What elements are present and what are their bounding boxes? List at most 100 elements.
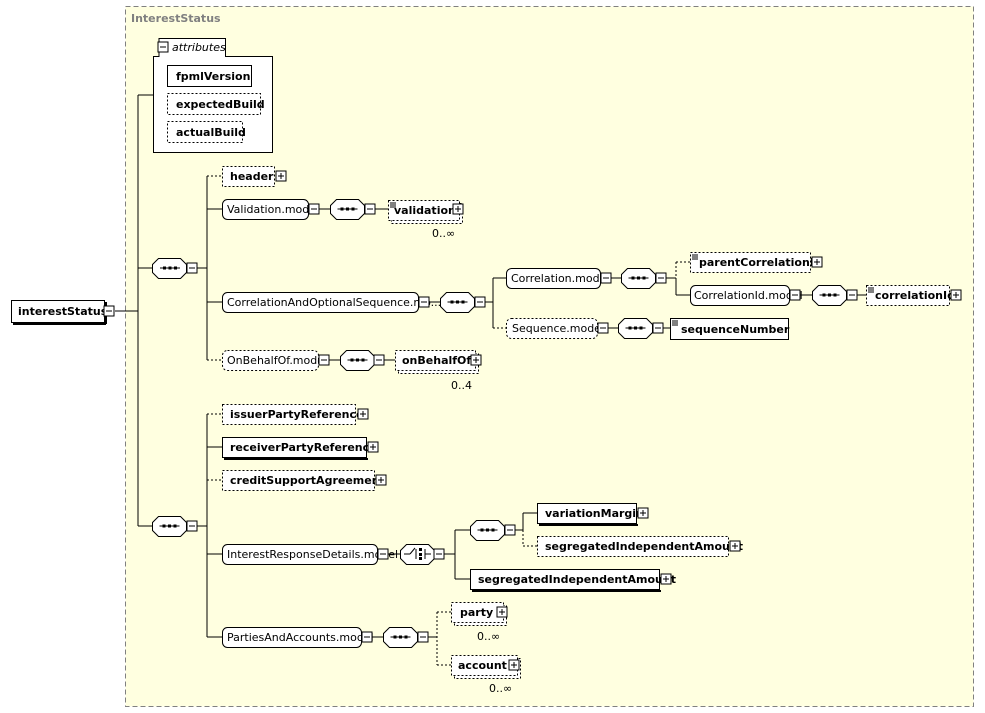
collapse-icon[interactable] (361, 631, 373, 643)
element-credit-support-agreement[interactable]: creditSupportAgreement (222, 470, 385, 491)
sequence-compositor[interactable] (470, 520, 505, 541)
element-receiver-party-reference[interactable]: receiverPartyReference (222, 437, 377, 460)
group-interest-response-details-model[interactable]: InterestResponseDetails.model (222, 544, 399, 565)
collapse-icon[interactable] (433, 548, 445, 560)
occurrence-label: 0..∞ (477, 630, 500, 643)
collapse-icon[interactable] (364, 203, 376, 215)
element-party[interactable]: party (451, 602, 507, 626)
svg-text:PartiesAndAccounts.model: PartiesAndAccounts.model (227, 631, 374, 644)
expand-icon[interactable] (357, 408, 369, 420)
expand-icon[interactable] (496, 606, 508, 618)
group-title: InterestStatus (131, 12, 221, 25)
collapse-icon[interactable] (597, 322, 609, 334)
collapse-icon[interactable] (157, 41, 169, 53)
connectors (115, 94, 866, 666)
element-correlation-id[interactable]: correlationId (866, 285, 955, 306)
svg-text:CorrelationAndOptionalSequence: CorrelationAndOptionalSequence.mo... (227, 296, 441, 309)
element-issuer-party-reference[interactable]: issuerPartyReference (222, 404, 364, 425)
expand-icon[interactable] (811, 256, 823, 268)
expand-icon[interactable] (367, 441, 379, 453)
sequence-compositor[interactable] (340, 350, 375, 371)
root-label: interestStatus (18, 305, 108, 318)
collapse-icon[interactable] (186, 520, 198, 532)
sequence-compositor[interactable] (383, 627, 418, 648)
sequence-compositor[interactable] (152, 516, 187, 537)
collapse-icon[interactable] (308, 203, 320, 215)
svg-text:expectedBuild: expectedBuild (176, 98, 265, 111)
element-on-behalf-of[interactable]: onBehalfOf (395, 350, 479, 374)
sequence-compositor[interactable] (152, 258, 187, 279)
svg-text:Correlation.model: Correlation.model (511, 272, 609, 285)
svg-text:actualBuild: actualBuild (176, 126, 246, 139)
occurrence-label: 0..4 (451, 379, 472, 392)
collapse-icon[interactable] (504, 524, 516, 536)
svg-text:correlationId: correlationId (875, 289, 955, 302)
svg-text:segregatedIndependentAmount: segregatedIndependentAmount (478, 573, 676, 586)
element-variation-margin[interactable]: variationMargin (537, 503, 644, 526)
element-sequence-number[interactable]: sequenceNumber (670, 318, 790, 340)
expand-icon[interactable] (729, 540, 741, 552)
svg-text:CorrelationId.model: CorrelationId.model (694, 289, 803, 302)
root-element-interest-status[interactable]: interestStatus (11, 300, 108, 325)
svg-text:issuerPartyReference: issuerPartyReference (230, 408, 364, 421)
svg-text:receiverPartyReference: receiverPartyReference (230, 441, 377, 454)
collapse-icon[interactable] (655, 272, 667, 284)
element-account[interactable]: account (451, 655, 521, 679)
group-on-behalf-of-model[interactable]: OnBehalfOf.model (222, 350, 328, 371)
svg-text:party: party (460, 606, 493, 619)
sequence-compositor[interactable] (330, 199, 365, 220)
collapse-icon[interactable] (418, 296, 430, 308)
expand-icon[interactable] (452, 203, 464, 215)
svg-text:Validation.model: Validation.model (227, 203, 319, 216)
attribute-expected-build[interactable]: expectedBuild (167, 93, 265, 115)
expand-icon[interactable] (637, 507, 649, 519)
collapse-icon[interactable] (600, 272, 612, 284)
expand-icon[interactable] (375, 474, 387, 486)
expand-icon[interactable] (950, 289, 962, 301)
choice-compositor[interactable] (400, 544, 435, 565)
element-validation[interactable]: validation (388, 200, 463, 224)
svg-text:parentCorrelationId: parentCorrelationId (699, 256, 822, 269)
collapse-icon[interactable] (186, 262, 198, 274)
element-parent-correlation-id[interactable]: parentCorrelationId (690, 252, 822, 273)
sequence-compositor[interactable] (440, 292, 475, 313)
attribute-actual-build[interactable]: actualBuild (167, 121, 246, 143)
collapse-icon[interactable] (789, 289, 801, 301)
collapse-icon[interactable] (318, 354, 330, 366)
collapse-icon[interactable] (417, 631, 429, 643)
collapse-icon[interactable] (846, 289, 858, 301)
element-segregated-independent-amount[interactable]: segregatedIndependentAmount (537, 536, 743, 557)
sequence-compositor[interactable] (812, 285, 847, 306)
svg-text:onBehalfOf: onBehalfOf (402, 354, 471, 367)
svg-text:creditSupportAgreement: creditSupportAgreement (230, 474, 385, 487)
collapse-icon[interactable] (377, 548, 389, 560)
sequence-compositor[interactable] (618, 318, 653, 339)
group-validation-model[interactable]: Validation.model (222, 199, 320, 220)
group-correlation-and-optional-sequence-model[interactable]: CorrelationAndOptionalSequence.mo... (222, 292, 442, 313)
svg-text:InterestResponseDetails.model: InterestResponseDetails.model (227, 548, 398, 561)
expand-icon[interactable] (508, 659, 520, 671)
attribute-fpml-version[interactable]: fpmlVersion (167, 65, 252, 87)
collapse-icon[interactable] (373, 354, 385, 366)
svg-text:fpmlVersion: fpmlVersion (176, 70, 250, 83)
collapse-icon[interactable] (103, 305, 115, 317)
occurrence-label: 0..∞ (432, 227, 455, 240)
svg-text:header: header (230, 170, 274, 183)
attributes-panel: attributes fpmlVersion expectedBuild act… (153, 38, 273, 153)
svg-text:OnBehalfOf.model: OnBehalfOf.model (227, 354, 327, 367)
collapse-icon[interactable] (474, 296, 486, 308)
collapse-icon[interactable] (652, 322, 664, 334)
element-header[interactable]: header (222, 166, 275, 187)
svg-text:account: account (458, 659, 507, 672)
expand-icon[interactable] (470, 354, 482, 366)
element-segregated-independent-amount[interactable]: segregatedIndependentAmount (470, 569, 676, 592)
sequence-compositor[interactable] (621, 268, 656, 289)
group-sequence-model[interactable]: Sequence.model (506, 318, 605, 339)
expand-icon[interactable] (660, 573, 672, 585)
group-correlation-model[interactable]: Correlation.model (506, 268, 610, 289)
svg-text:variationMargin: variationMargin (545, 507, 644, 520)
group-correlation-id-model[interactable]: CorrelationId.model (690, 285, 803, 306)
expand-icon[interactable] (275, 170, 287, 182)
group-parties-and-accounts-model[interactable]: PartiesAndAccounts.model (222, 627, 374, 648)
